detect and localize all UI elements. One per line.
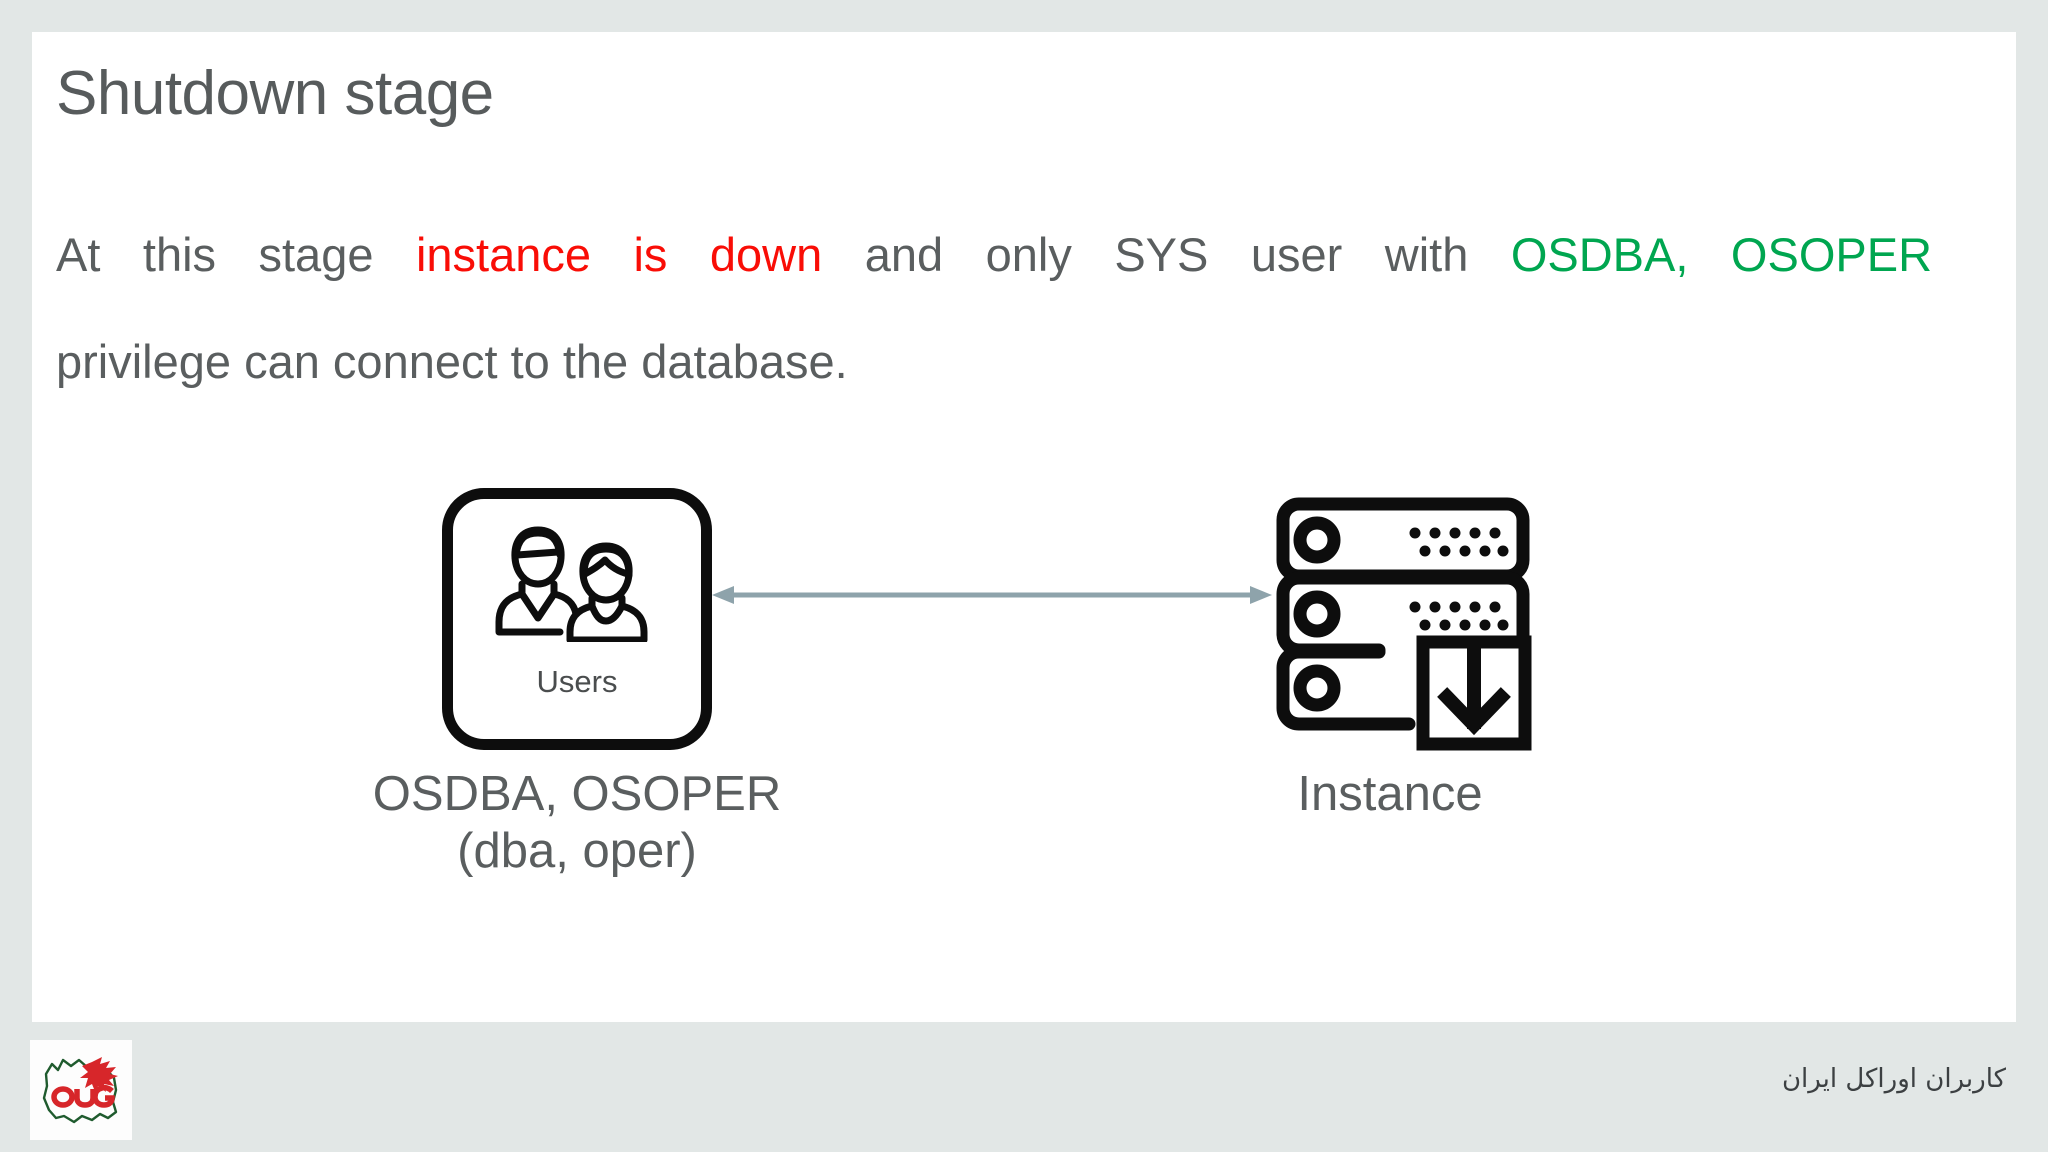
- footer-band: [0, 1022, 2048, 1152]
- body-text-space: [1688, 228, 1730, 281]
- body-highlight-comma: ,: [1675, 228, 1689, 281]
- body-text-segment-3: and only SYS user with: [822, 228, 1511, 281]
- body-paragraph: At this stage instance is down and only …: [56, 228, 1932, 389]
- oug-iran-logo: [30, 1040, 132, 1140]
- body-highlight-osdba: OSDBA: [1510, 228, 1676, 281]
- body-highlight-instance-down: instance is down: [415, 228, 823, 281]
- body-text-segment-1: At this stage: [56, 228, 416, 281]
- page-title: Shutdown stage: [56, 59, 494, 128]
- footer-text: کاربران اوراکل ایران: [1781, 1064, 2006, 1094]
- body-highlight-osoper: OSOPER: [1730, 228, 1933, 281]
- body-text-segment-8: privilege can connect to the database.: [56, 335, 848, 389]
- slide-surface: [32, 32, 2016, 1022]
